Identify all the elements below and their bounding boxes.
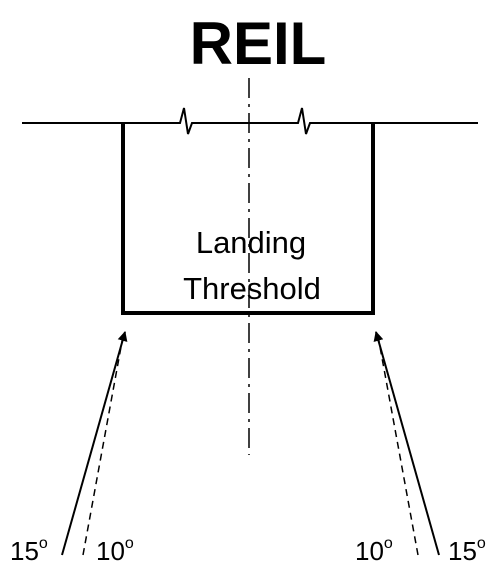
right-outer-angle-label: 15o	[448, 535, 486, 566]
diagram-title: REIL	[190, 10, 327, 77]
left-15-degree-beam	[61, 331, 128, 556]
left-10-degree-beam	[82, 335, 124, 556]
runway-edge-line	[22, 107, 478, 135]
left-outer-angle-label: 15o	[10, 535, 48, 566]
threshold-label-line1: Landing	[196, 225, 306, 260]
right-10-degree-beam	[377, 335, 419, 556]
right-15-degree-beam	[373, 331, 440, 556]
right-inner-angle-label: 10o	[355, 535, 393, 566]
left-inner-angle-label: 10o	[96, 535, 134, 566]
threshold-label-line2: Threshold	[183, 271, 321, 306]
landing-threshold-box	[121, 123, 375, 315]
